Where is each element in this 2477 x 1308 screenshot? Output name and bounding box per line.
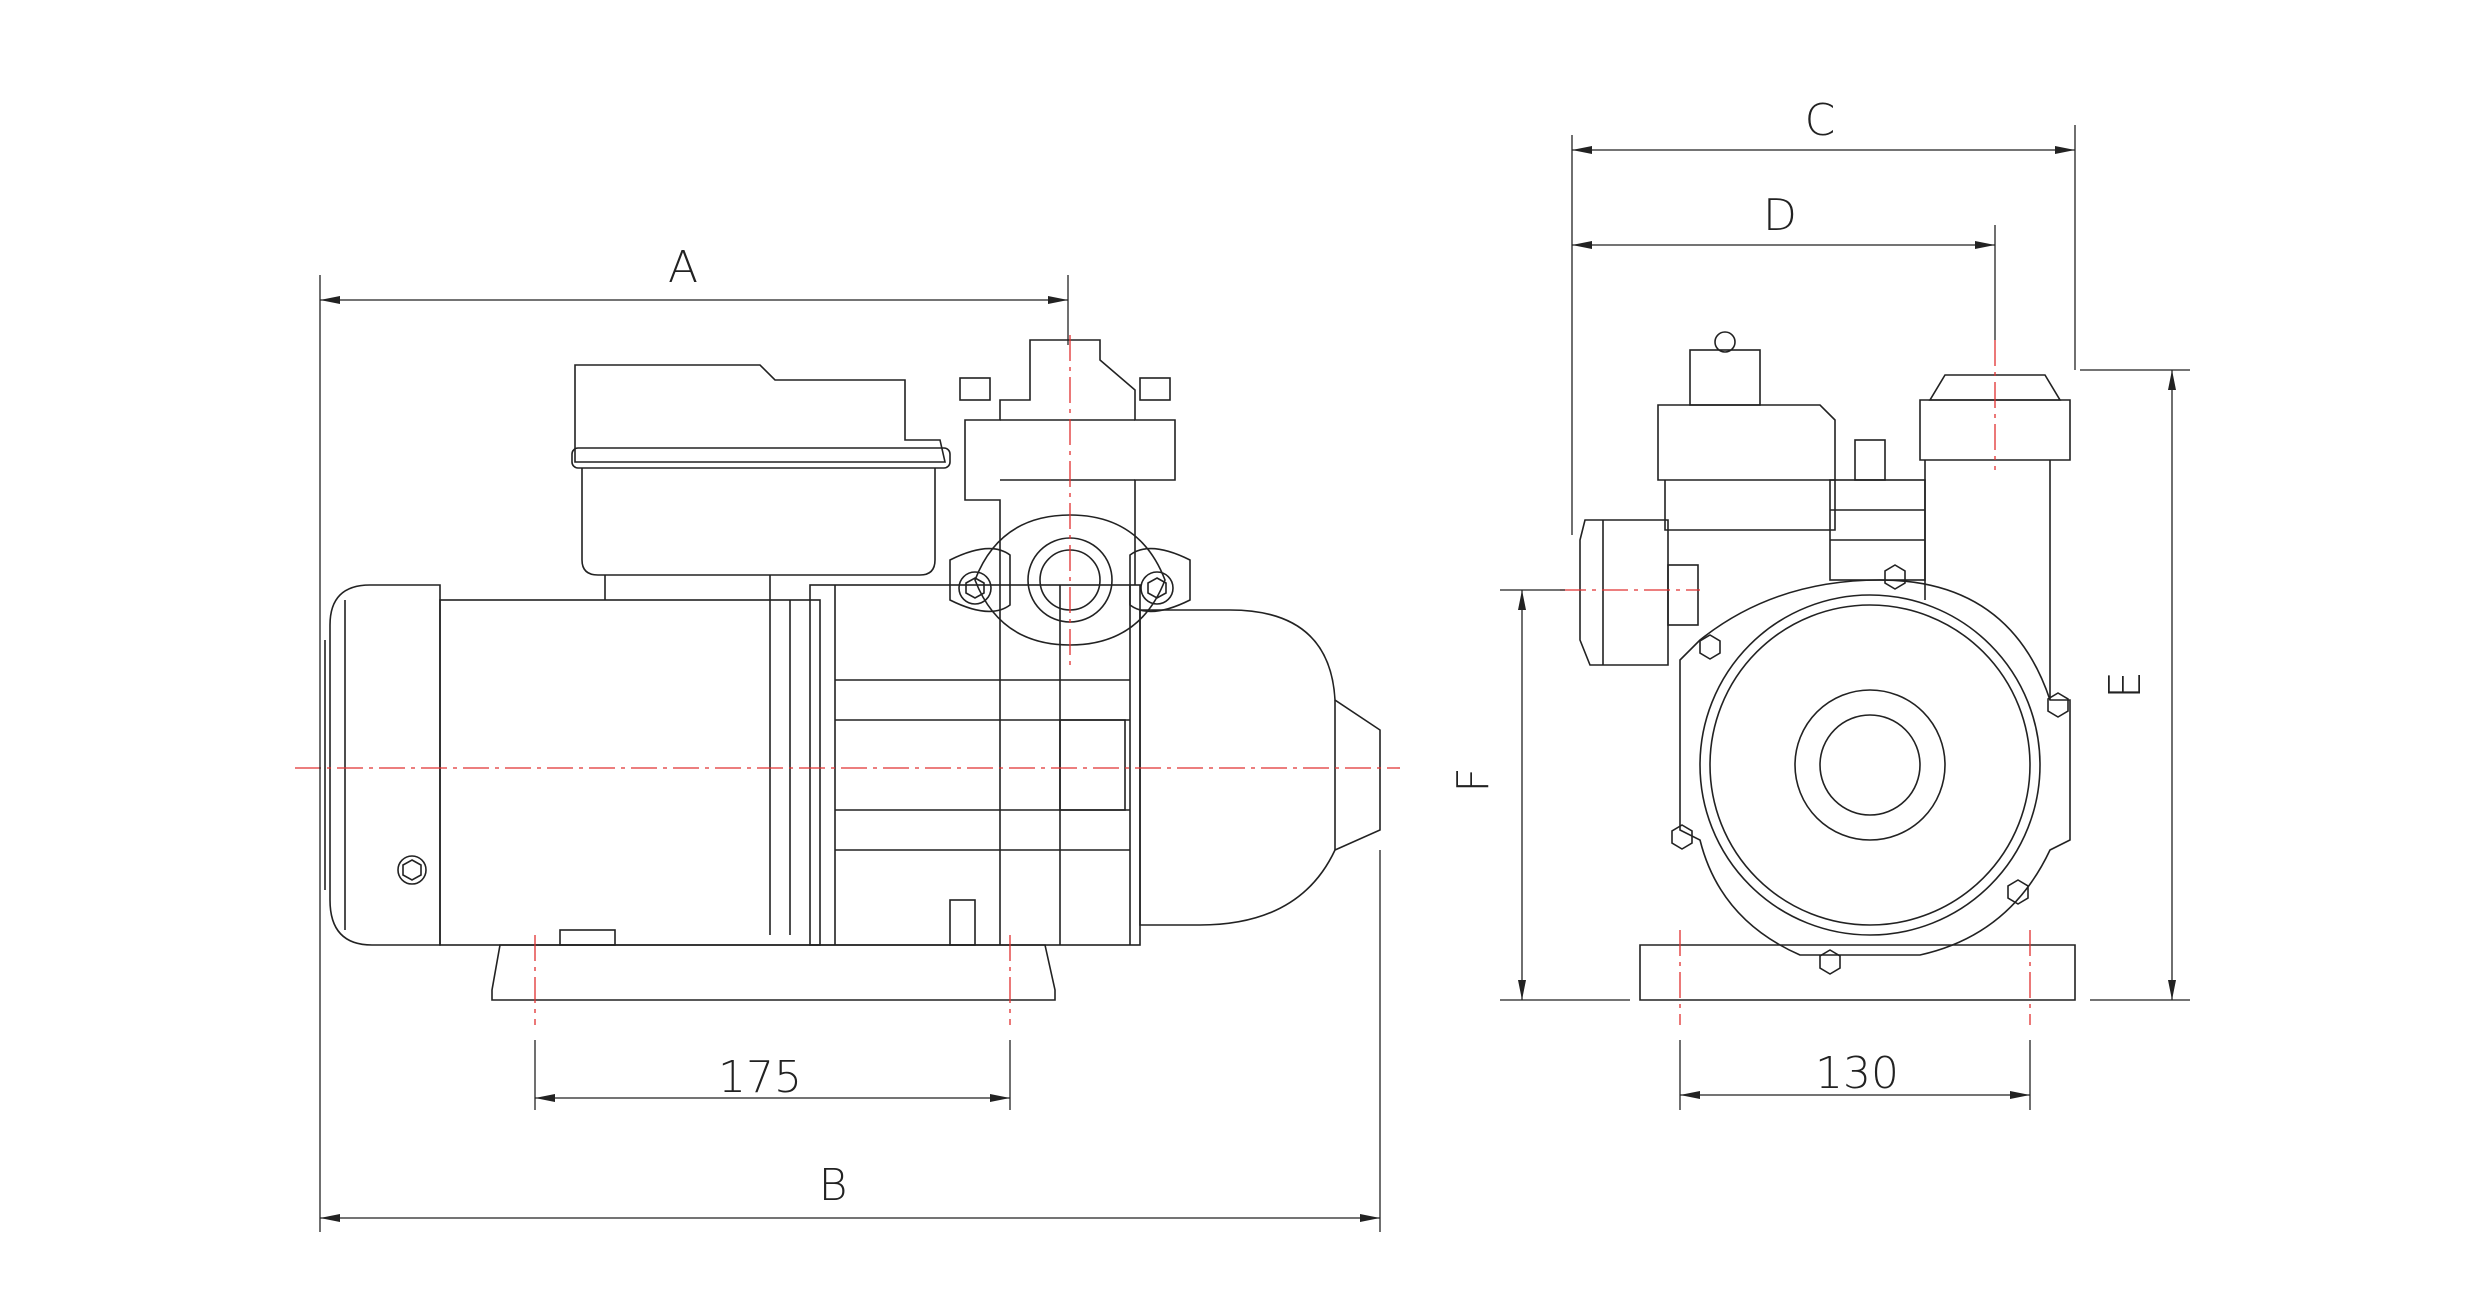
label-a: A [668, 242, 698, 293]
label-e: E [2100, 671, 2151, 699]
inlet-flange [974, 514, 1166, 646]
label-d: D [1763, 190, 1797, 241]
front-dimensions: C D E F 130 [1448, 95, 2190, 1110]
volute-cover [1139, 609, 1381, 926]
label-f: F [1448, 767, 1499, 792]
front-inlet-flange [1579, 519, 1669, 666]
side-base [491, 944, 1056, 1001]
label-b: B [819, 1160, 848, 1211]
motor-end-cap [329, 584, 441, 946]
front-base [1639, 944, 2076, 1001]
front-terminal-box [1657, 404, 1836, 481]
front-view [1560, 331, 2076, 1025]
side-view [295, 335, 1400, 1025]
terminal-box [574, 364, 947, 463]
front-bolts [1671, 564, 2069, 975]
label-c: C [1805, 95, 1836, 146]
outlet-riser [964, 339, 1176, 585]
pump-housing [809, 584, 1141, 946]
label-175: 175 [718, 1052, 802, 1103]
side-dimensions: A 175 B [319, 242, 1381, 1232]
label-130: 130 [1815, 1048, 1899, 1099]
front-volute [1679, 579, 2071, 956]
motor-body [439, 599, 821, 946]
